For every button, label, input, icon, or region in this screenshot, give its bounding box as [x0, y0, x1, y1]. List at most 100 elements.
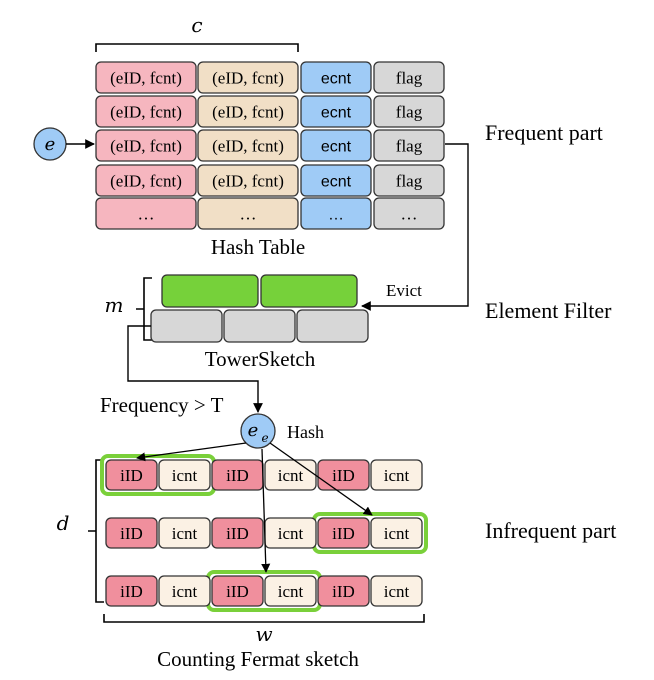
fermat-id-cell [211, 517, 264, 549]
hash-table-cell-text: (eID, fcnt) [212, 137, 284, 156]
c-brace [95, 43, 299, 52]
hash-table-cell-text: flag [396, 137, 423, 156]
tower-to-hash-arrow [127, 325, 263, 413]
fermat-sketch: iID icnt iID icnt iID icnt iID icnt iID icnt iID ic… [100, 454, 428, 612]
hash-table-cell-text: (eID, fcnt) [212, 172, 284, 191]
fermat-cell-text: iID [120, 466, 143, 485]
hash-table-cell-text: (eID, fcnt) [212, 69, 284, 88]
fermat-count-cell [370, 575, 423, 607]
fermat-cell-text: icnt [172, 524, 198, 543]
fermat-cell-text: iID [332, 466, 355, 485]
fermat-cell-text: icnt [278, 524, 304, 543]
hash-table-cell-text: … [328, 207, 344, 224]
hash-table: (eID, fcnt) (eID, fcnt) ecnt flag (eID, fcnt… [95, 61, 445, 230]
tower-level-gray-3 [296, 309, 369, 343]
hash-table-cell-text: … [138, 205, 155, 224]
fermat-id-cell [317, 459, 370, 491]
fermat-id-cell [317, 517, 370, 549]
element-ee-label: e [248, 420, 259, 441]
fermat-id-cell [317, 575, 370, 607]
tower-level-gray-1 [150, 309, 223, 343]
hash-table-cell-text: (eID, fcnt) [212, 103, 284, 122]
hash-table-cell [373, 95, 445, 128]
infrequent-part-label: Infrequent part [485, 518, 616, 543]
hash-table-cell-text: flag [396, 69, 423, 88]
hash-table-cell-text: flag [396, 172, 423, 191]
fermat-cell-text: icnt [172, 582, 198, 601]
hash-table-cell-text: ecnt [321, 105, 352, 122]
tower-sketch [150, 274, 369, 343]
hash-table-cell [197, 129, 299, 162]
fermat-cell-text: icnt [384, 582, 410, 601]
hash-table-cell [197, 197, 299, 230]
d-label: d [57, 511, 70, 535]
fermat-id-cell [105, 459, 158, 491]
element-ee-node [240, 413, 276, 449]
evict-label: Evict [386, 281, 422, 300]
hash-table-cell [197, 61, 299, 94]
element-ee-subscript: e [261, 431, 268, 445]
hash-table-cell [300, 61, 372, 94]
hash-table-cell-text: … [401, 205, 418, 224]
hash-table-cell [373, 164, 445, 197]
hash-table-cell [373, 129, 445, 162]
fermat-cell-text: iID [120, 582, 143, 601]
fermat-count-cell [264, 575, 317, 607]
w-brace [103, 614, 425, 623]
fermat-cell-text: icnt [278, 466, 304, 485]
hash-table-cell [300, 164, 372, 197]
fermat-cell-text: iID [226, 466, 249, 485]
tower-level-green-left [161, 274, 259, 308]
tower-sketch-label: TowerSketch [205, 347, 316, 371]
hash-table-cell [300, 129, 372, 162]
hash-table-cell [197, 164, 299, 197]
hash-table-cell [95, 129, 197, 162]
fermat-cell-text: icnt [172, 466, 198, 485]
hash-table-cell [373, 197, 445, 230]
element-e-label: e [45, 134, 56, 155]
element-filter-label: Element Filter [485, 298, 612, 323]
tower-level-gray-2 [223, 309, 296, 343]
fermat-count-cell [158, 575, 211, 607]
counting-fermat-label: Counting Fermat sketch [157, 647, 359, 671]
hash-table-cell-text: ecnt [321, 71, 352, 88]
hash-label: Hash [287, 422, 324, 442]
hash-table-cell [95, 61, 197, 94]
fermat-cell-text: iID [332, 524, 355, 543]
m-label: m [105, 293, 124, 317]
fermat-cell-text: iID [226, 582, 249, 601]
d-brace [88, 459, 104, 603]
hash-table-cell-text: (eID, fcnt) [110, 69, 182, 88]
hash-table-label: Hash Table [211, 235, 305, 259]
fermat-cell-text: iID [226, 524, 249, 543]
fermat-count-cell [370, 517, 423, 549]
m-brace [136, 277, 152, 341]
hash-table-cell [197, 95, 299, 128]
fermat-cell-text: icnt [278, 582, 304, 601]
c-label: c [191, 13, 202, 37]
hash-table-cell-text: ecnt [321, 139, 352, 156]
fermat-count-cell [158, 517, 211, 549]
hash-arrow-row-2 [269, 442, 373, 516]
fermat-count-cell [370, 459, 423, 491]
fermat-id-cell [105, 575, 158, 607]
hash-table-cell-text: flag [396, 103, 423, 122]
hash-arrow-row-1 [136, 442, 247, 462]
hash-table-cell [95, 197, 197, 230]
hash-table-cell [95, 95, 197, 128]
fermat-cell-text: icnt [384, 524, 410, 543]
hash-table-cell [300, 95, 372, 128]
frequent-part-label: Frequent part [485, 120, 603, 145]
tower-level-green-right [260, 274, 358, 308]
fermat-cell-text: iID [332, 582, 355, 601]
hash-arrow-row-3 [261, 448, 271, 573]
w-label: w [255, 622, 272, 646]
fermat-id-cell [211, 575, 264, 607]
hash-table-cell [300, 197, 372, 230]
fermat-cell-text: icnt [384, 466, 410, 485]
hash-table-cell-text: (eID, fcnt) [110, 137, 182, 156]
frequency-threshold-label: Frequency > T [100, 393, 224, 417]
hash-table-cell-text: … [240, 205, 257, 224]
fermat-cell-text: iID [120, 524, 143, 543]
